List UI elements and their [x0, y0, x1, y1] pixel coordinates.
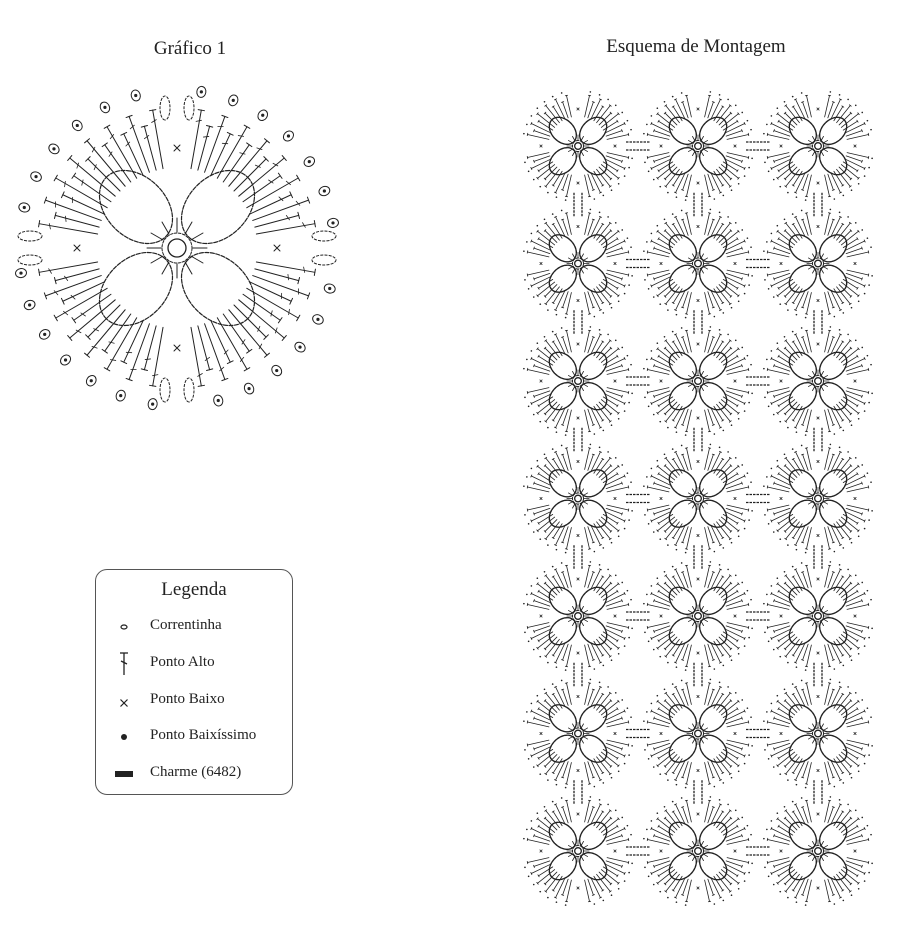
- crochet-motif: [523, 208, 633, 319]
- legend-label: Ponto Baixíssimo: [150, 727, 257, 743]
- crochet-motif: [763, 678, 873, 789]
- crochet-motif: [523, 91, 633, 201]
- legend-label: Ponto Alto: [150, 654, 215, 670]
- crochet-motif: [763, 91, 873, 201]
- legend-label: Correntinha: [150, 617, 222, 633]
- crochet-motif: [763, 561, 873, 671]
- legend-item-ponto-baixissimo: Ponto Baixíssimo: [96, 724, 292, 748]
- crochet-motif: [763, 443, 873, 554]
- slip-stitch-icon: [121, 734, 127, 740]
- double-crochet-icon: [120, 652, 128, 675]
- crochet-motif: [643, 91, 753, 201]
- chain-icon: [120, 624, 128, 630]
- legend-title: Legenda: [161, 579, 227, 600]
- crochet-motif: [15, 85, 339, 411]
- motif-chart: [15, 85, 339, 411]
- crochet-motif: [523, 796, 633, 906]
- crochet-motif: [643, 561, 753, 671]
- crochet-motif: [643, 208, 753, 319]
- grafico-title: Gráfico 1: [153, 38, 227, 59]
- legend-item-charme: Charme (6482): [96, 761, 292, 785]
- legend-box: Legenda Correntinha Ponto Alto Ponto Bai…: [95, 569, 293, 795]
- crochet-motif: [643, 796, 753, 906]
- esquema-title: Esquema de Montagem: [606, 36, 786, 57]
- legend-item-correntinha: Correntinha: [96, 614, 292, 638]
- crochet-motif: [763, 796, 873, 906]
- bridge-loops: [17, 95, 337, 403]
- motif-grid: [523, 91, 873, 906]
- crochet-motif: [523, 326, 633, 436]
- legend-item-ponto-alto: Ponto Alto: [96, 651, 292, 675]
- legend-label: Ponto Baixo: [150, 691, 225, 707]
- crochet-motif: [523, 561, 633, 671]
- legend-item-ponto-baixo: Ponto Baixo: [96, 688, 292, 712]
- charm-bead-icon: [115, 771, 133, 777]
- crochet-motif: [523, 443, 633, 554]
- crochet-motif: [643, 678, 753, 789]
- crochet-motif: [643, 443, 753, 554]
- grafico-diagram: [15, 85, 339, 411]
- crochet-motif: [763, 326, 873, 436]
- crochet-motif: [523, 678, 633, 789]
- esquema-diagram: [523, 91, 873, 906]
- crochet-motif: [643, 326, 753, 436]
- crochet-motif: [763, 208, 873, 319]
- joins: [573, 141, 823, 856]
- legend-label: Charme (6482): [150, 764, 242, 780]
- single-crochet-icon: [120, 699, 128, 707]
